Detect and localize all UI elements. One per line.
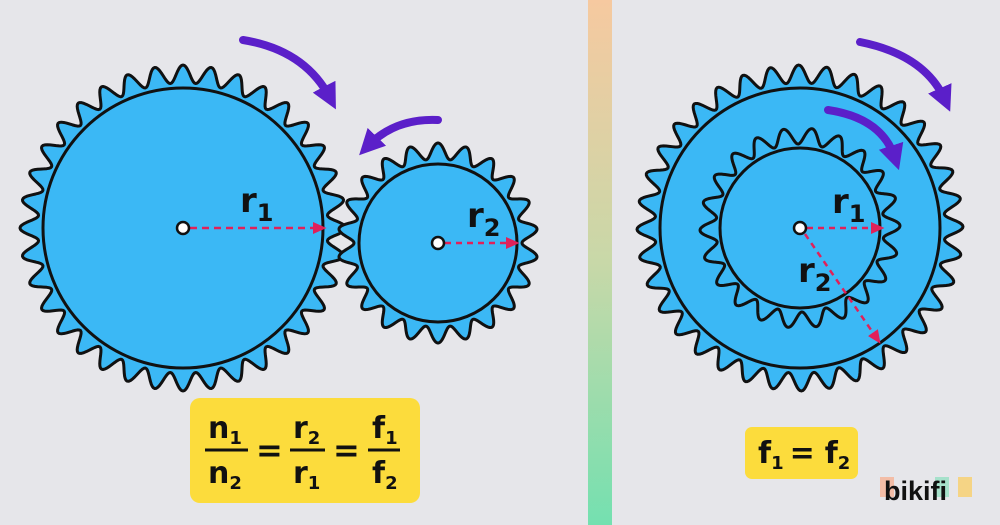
bikifi-logo: bikifi xyxy=(880,476,972,506)
concentric-gear-center xyxy=(792,220,808,236)
small-gear-rotation-arrow xyxy=(359,115,442,156)
large-gear-rotation-arrow xyxy=(239,36,336,110)
small-gear-center xyxy=(430,235,446,251)
formula-r-numerator: r2 xyxy=(293,411,320,449)
panel-divider xyxy=(588,0,612,525)
formula-equals-1: = xyxy=(256,431,283,469)
formula-equals-2: = xyxy=(333,431,360,469)
right-gear-assembly: r1 r2 xyxy=(635,38,965,393)
formula-f-denominator: f2 xyxy=(372,456,398,494)
gear-ratio-formula: n1 n2 = r2 r1 = f1 f2 xyxy=(190,398,420,503)
formula-r-denominator: r1 xyxy=(293,456,320,494)
outer-radius-label: r2 xyxy=(798,251,831,297)
large-gear-center xyxy=(175,220,191,236)
small-gear-radius-label: r2 xyxy=(467,196,500,242)
left-gear-assembly: r1 r2 xyxy=(18,36,539,393)
formula-n-numerator: n1 xyxy=(208,411,242,449)
formula-f-numerator: f1 xyxy=(372,411,398,449)
logo-text: bikifi xyxy=(884,476,947,506)
frequency-formula-box xyxy=(745,427,858,479)
outer-gear-pitch-circle xyxy=(658,86,942,370)
inner-radius-label: r1 xyxy=(832,182,865,228)
outer-gear-rotation-arrow xyxy=(856,38,952,112)
frequency-formula: f1=f2 xyxy=(745,427,858,479)
inner-gear-rotation-arrow xyxy=(824,106,904,171)
formula-n-denominator: n2 xyxy=(208,456,242,494)
frequency-formula-text: f1=f2 xyxy=(758,436,850,474)
large-gear-radius-label: r1 xyxy=(240,181,273,227)
